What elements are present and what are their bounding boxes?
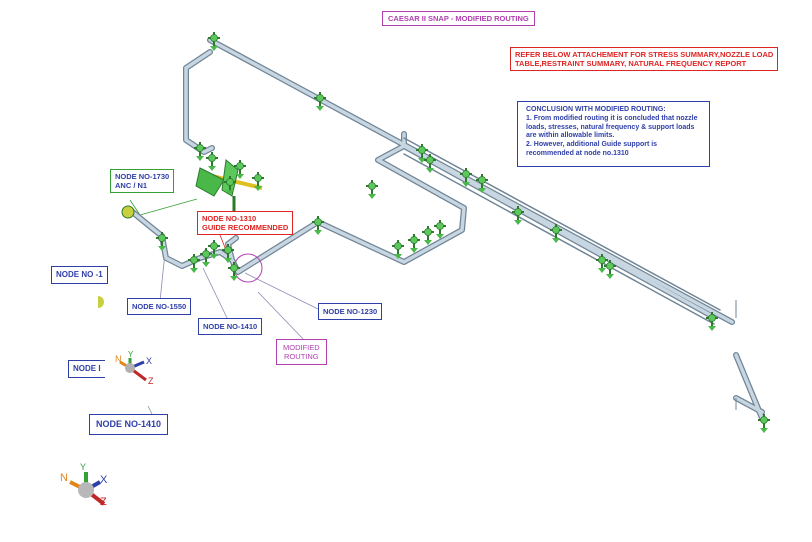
axis-lower-y: Y (80, 462, 87, 472)
node-1230-label: NODE NO-1230 (318, 303, 383, 320)
axis-triad-upper (119, 358, 147, 382)
axis-lower-n: N (60, 472, 68, 484)
node-1730-label: NODE NO-1730 ANC / N1 (110, 169, 175, 193)
node-1410-label: NODE NO-1410 (198, 318, 263, 335)
axis-upper-x: X (146, 356, 153, 366)
conclusion-line: 2. However, additional Guide support is (526, 141, 658, 148)
node-left-partial-label: NODE NO -1 (51, 266, 108, 284)
modified-routing-label: MODIFIED ROUTING (276, 339, 327, 365)
node-1730-line2: ANC / N1 (115, 181, 148, 190)
axis-upper-z: Z (148, 376, 154, 386)
modified-routing-line1: MODIFIED (283, 343, 320, 352)
conclusion-line: 1. From modified routing it is concluded… (526, 114, 698, 122)
refer-note-line1: REFER BELOW ATTACHEMENT FOR STRESS SUMMA… (515, 50, 774, 59)
axis-lower-z: Z (100, 496, 107, 508)
conclusion-heading: CONCLUSION WITH MODIFIED ROUTING: (526, 106, 666, 113)
page-title: CAESAR II SNAP - MODIFIED ROUTING (382, 11, 535, 26)
conclusion-box: CONCLUSION WITH MODIFIED ROUTING: 1. Fro… (517, 101, 710, 167)
leader-lines (129, 198, 321, 343)
conclusion-line: loads, stresses, natural frequency & sup… (526, 123, 695, 131)
axis-upper-y: Y (128, 350, 134, 359)
refer-note: REFER BELOW ATTACHEMENT FOR STRESS SUMMA… (510, 47, 779, 71)
conclusion-line: are within allowable limits. (526, 132, 615, 140)
refer-note-line2: TABLE,RESTRAINT SUMMARY, NATURAL FREQUEN… (515, 59, 747, 68)
node-1730-line1: NODE NO-1730 (115, 172, 170, 181)
modified-routing-line2: ROUTING (284, 352, 319, 361)
axis-triad-lower (69, 472, 106, 506)
node-1410-bottom-label: NODE NO-1410 (89, 414, 169, 435)
node-1310-line2: GUIDE RECOMMENDED (202, 223, 289, 232)
conclusion-line: recommended at node no.1310 (526, 149, 629, 157)
axis-lower-x: X (100, 474, 108, 486)
node-1310-label: NODE NO-1310 GUIDE RECOMMENDED (197, 211, 294, 235)
node-1550-label: NODE NO-1550 (127, 298, 192, 315)
node-1310-line1: NODE NO-1310 (202, 214, 257, 223)
node-left-partial2-label: NODE I (68, 360, 105, 378)
axis-upper-n: N (115, 354, 122, 364)
left-equipment-fragment (92, 290, 104, 314)
